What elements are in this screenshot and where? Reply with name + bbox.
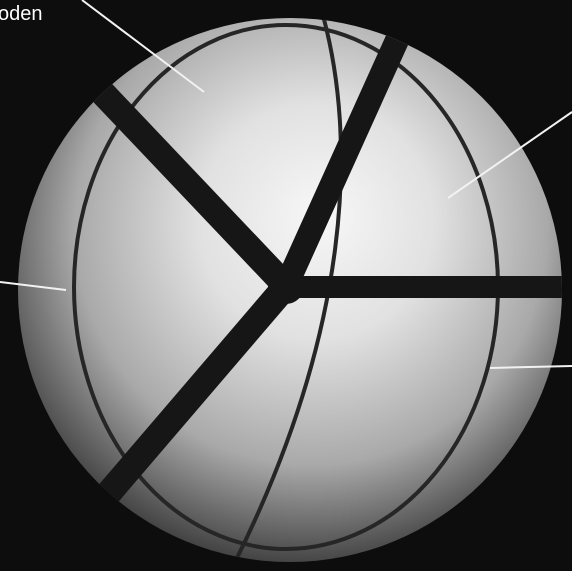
label-top-left: oden — [0, 3, 43, 25]
band-hub — [268, 268, 304, 304]
